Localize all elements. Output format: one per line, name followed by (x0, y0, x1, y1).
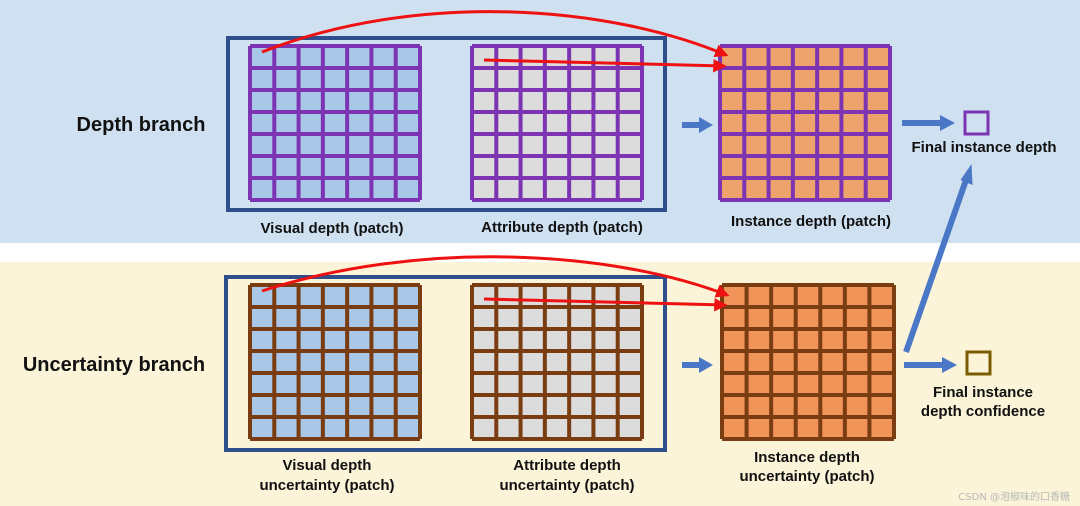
attribute-uncertainty-grid (470, 283, 644, 441)
depth-branch-title: Depth branch (77, 114, 206, 136)
uncertainty-input-group-box (224, 275, 667, 452)
grid-background (722, 285, 894, 439)
final-confidence-box (965, 350, 992, 376)
grid-background (250, 285, 420, 439)
final-confidence-label-line2: depth confidence (921, 403, 1045, 420)
instance-uncertainty-caption-line1: Instance depth (754, 449, 860, 466)
attribute-unc-to-instance-arrow (483, 297, 728, 312)
attribute-uncertainty-caption-line2: uncertainty (patch) (499, 477, 634, 494)
visual-uncertainty-caption-line2: uncertainty (patch) (259, 477, 394, 494)
instance-depth-grid (718, 44, 892, 202)
grid-background (720, 46, 890, 200)
attribute-depth-caption: Attribute depth (patch) (481, 219, 643, 236)
grid-background (472, 46, 642, 200)
attribute-to-instance-arrow (483, 58, 727, 73)
visual-to-instance-arrow (261, 10, 729, 58)
uncertainty-branch-title: Uncertainty branch (23, 354, 205, 376)
instance-uncertainty-caption-line2: uncertainty (patch) (739, 468, 874, 485)
final-depth-label: Final instance depth (911, 139, 1056, 156)
depth-input-group-box (226, 36, 667, 212)
instance-to-final-depth-arrow (902, 115, 955, 131)
attribute-uncertainty-caption-line1: Attribute depth (513, 457, 620, 474)
visual-uncertainty-caption-line1: Visual depth (283, 457, 372, 474)
uncertainty-to-final-depth-arrow (903, 164, 973, 353)
grid-background (472, 285, 642, 439)
grid-background (250, 46, 420, 200)
final-depth-box (963, 110, 990, 136)
visual-uncertainty-grid (248, 283, 422, 441)
final-confidence-label-line1: Final instance (933, 384, 1033, 401)
watermark: CSDN @泡椒味的口香糖 (958, 490, 1070, 503)
visual-depth-caption: Visual depth (patch) (260, 220, 403, 237)
attribute-depth-grid (470, 44, 644, 202)
instance-depth-caption: Instance depth (patch) (731, 213, 891, 230)
visual-unc-to-instance-arrow (261, 255, 730, 298)
instance-uncertainty-grid (720, 283, 896, 441)
instance-unc-to-final-confidence-arrow (904, 357, 957, 373)
visual-depth-grid (248, 44, 422, 202)
group-unc-to-instance-arrow (682, 357, 713, 373)
group-to-instance-arrow (682, 117, 713, 133)
